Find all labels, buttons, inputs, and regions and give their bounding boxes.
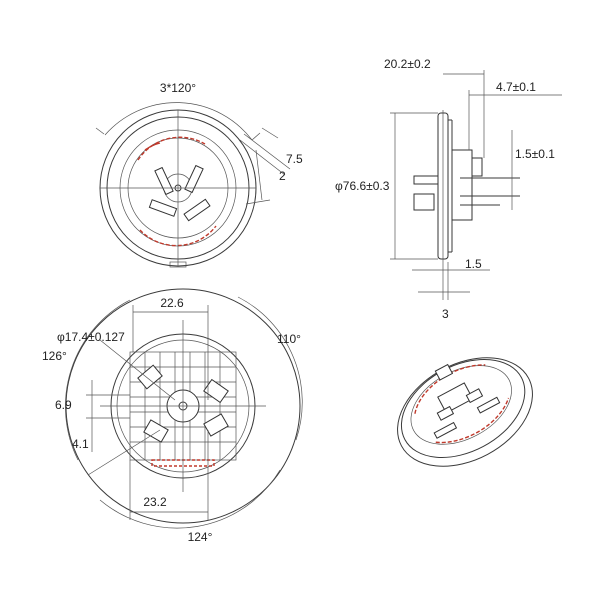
bottom-dim-6-9: 6.9 — [55, 398, 72, 412]
bottom-width-top-label: 22.6 — [160, 296, 184, 310]
top-dim-2: 2 — [279, 169, 286, 183]
side-diameter-label: φ76.6±0.3 — [335, 179, 390, 193]
bottom-dim-4-1: 4.1 — [72, 437, 89, 451]
side-small-label: 4.7±0.1 — [496, 80, 536, 94]
bottom-angle-bottom-label: 124° — [188, 530, 213, 544]
side-bottom-a-label: 1.5 — [465, 257, 482, 271]
bottom-angle-left-label: 126° — [42, 349, 67, 363]
isometric-view — [397, 357, 533, 467]
side-view — [390, 70, 562, 300]
top-angle-label: 3*120° — [160, 81, 196, 95]
bottom-diameter-label: φ17.4±0.127 — [57, 330, 125, 344]
bottom-width-bottom-label: 23.2 — [143, 495, 167, 509]
top-view — [95, 102, 291, 268]
side-bottom-b-label: 3 — [442, 307, 449, 321]
bottom-angle-right-label: 110° — [277, 332, 301, 346]
side-pin-label: 1.5±0.1 — [515, 147, 555, 161]
bottom-view — [65, 288, 303, 529]
side-width-label: 20.2±0.2 — [384, 57, 431, 71]
top-dim-7-5: 7.5 — [286, 152, 303, 166]
